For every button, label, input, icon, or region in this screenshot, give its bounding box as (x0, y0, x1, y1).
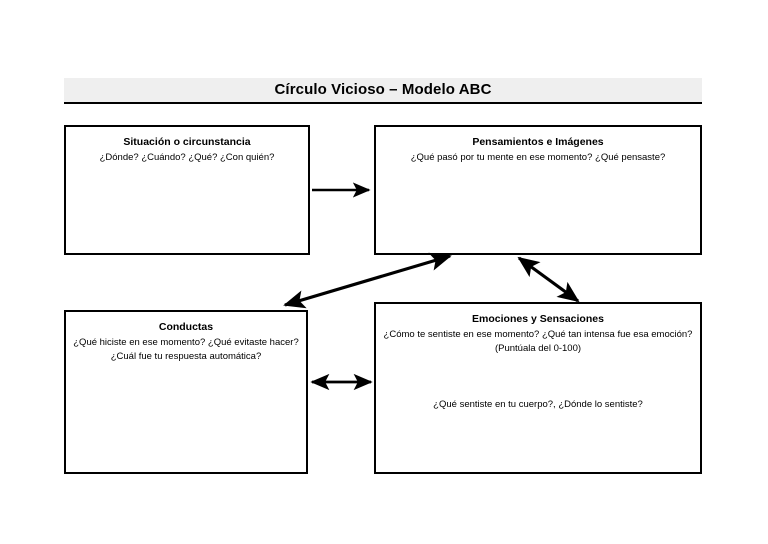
arrow-pensamientos-emociones (517, 256, 580, 303)
box-situacion-heading: Situación o circunstancia (123, 136, 251, 148)
box-conductas-prompt-line2: ¿Cuál fue tu respuesta automática? (110, 350, 262, 362)
box-situacion[interactable]: Situación o circunstancia ¿Dónde? ¿Cuánd… (64, 125, 310, 255)
box-emociones-heading: Emociones y Sensaciones (472, 313, 604, 325)
arrow-conductas-pensamientos (283, 252, 452, 309)
box-pensamientos-heading: Pensamientos e Imágenes (472, 136, 604, 148)
box-conductas[interactable]: Conductas ¿Qué hiciste en ese momento? ¿… (64, 310, 308, 474)
box-emociones[interactable]: Emociones y Sensaciones ¿Cómo te sentist… (374, 302, 702, 474)
box-emociones-body-prompt: ¿Qué sentiste en tu cuerpo?, ¿Dónde lo s… (433, 398, 643, 410)
box-emociones-prompt-line2: (Puntúala del 0-100) (494, 342, 582, 354)
box-pensamientos-prompt: ¿Qué pasó por tu mente en ese momento? ¿… (410, 152, 666, 164)
box-conductas-prompt-line1: ¿Qué hiciste en ese momento? ¿Qué evitas… (73, 337, 299, 349)
page-title: Círculo Vicioso – Modelo ABC (274, 81, 492, 98)
box-situacion-prompt: ¿Dónde? ¿Cuándo? ¿Qué? ¿Con quién? (99, 152, 275, 164)
title-banner: Círculo Vicioso – Modelo ABC (64, 78, 702, 104)
box-pensamientos[interactable]: Pensamientos e Imágenes ¿Qué pasó por tu… (374, 125, 702, 255)
box-emociones-prompt-line1: ¿Cómo te sentiste en ese momento? ¿Qué t… (383, 329, 693, 341)
box-conductas-heading: Conductas (158, 321, 214, 333)
